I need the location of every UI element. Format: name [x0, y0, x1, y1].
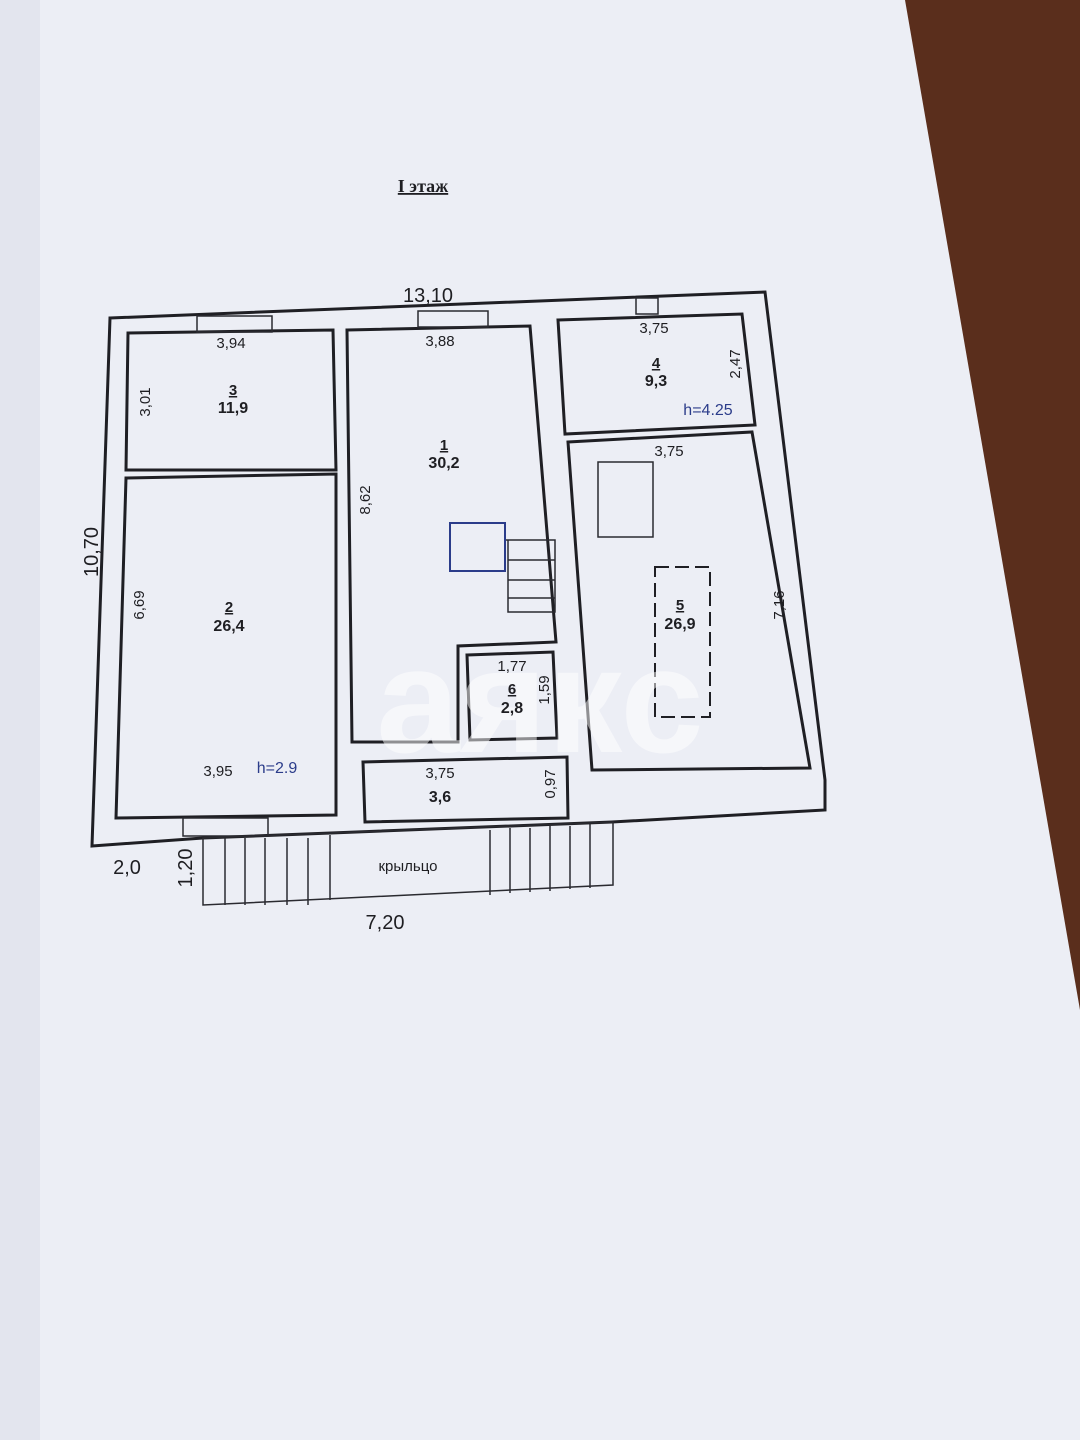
porch-depth: 1,20 [175, 849, 197, 888]
overall-depth: 10,70 [81, 527, 103, 577]
room-5-length: 7,16 [771, 590, 788, 619]
paper-edge-shadow [0, 0, 40, 1440]
vestibule-area: 3,6 [429, 789, 451, 806]
porch-label: крыльцо [378, 858, 437, 875]
watermark: аякс [376, 616, 703, 784]
room-1-area: 30,2 [428, 455, 459, 472]
room-2-area: 26,4 [213, 618, 244, 635]
overall-offset: 2,0 [113, 857, 141, 879]
room-2-number: 2 [225, 599, 233, 616]
room-3-length: 3,01 [137, 387, 154, 416]
room-3-width: 3,94 [216, 335, 245, 352]
floor-title: I этаж [398, 176, 449, 196]
vestibule-width: 3,75 [425, 765, 454, 782]
room-2-height: h=2.9 [257, 760, 298, 777]
room-4-width: 3,75 [639, 320, 668, 337]
room-6-number: 6 [508, 681, 516, 698]
room-2-length: 6,69 [131, 590, 148, 619]
room-6-width: 1,77 [497, 658, 526, 675]
room-5-width: 3,75 [654, 443, 683, 460]
room-4-length: 2,47 [727, 349, 744, 378]
room-4-number: 4 [652, 355, 661, 372]
room-3-number: 3 [229, 382, 237, 399]
vestibule-length: 0,97 [542, 769, 559, 798]
plan-walls [90, 290, 827, 906]
room-3-area: 11,9 [218, 400, 248, 417]
room-5-area: 26,9 [664, 616, 695, 633]
room-2-width: 3,95 [203, 763, 232, 780]
room-4-height: h=4.25 [683, 402, 732, 419]
room-5-number: 5 [676, 597, 684, 614]
room-1-width: 3,88 [425, 333, 454, 350]
room-6-area: 2,8 [501, 700, 523, 717]
room-1-length: 8,62 [357, 485, 374, 514]
porch-length: 7,20 [366, 912, 405, 934]
room-1-number: 1 [440, 437, 448, 454]
room-4-area: 9,3 [645, 373, 667, 390]
overall-width: 13,10 [403, 285, 453, 307]
room-6-length: 1,59 [536, 675, 553, 704]
